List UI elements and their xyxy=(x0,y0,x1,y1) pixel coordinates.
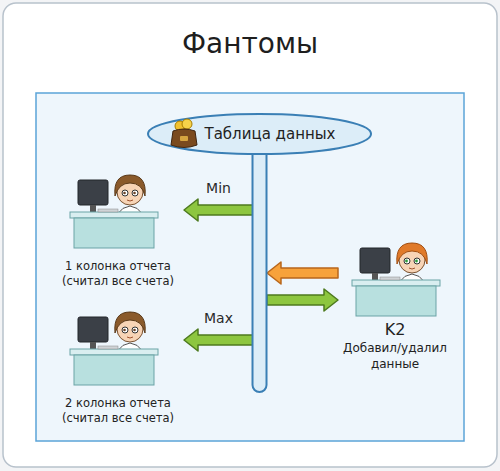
desk-front xyxy=(356,286,436,316)
actor-name: K2 xyxy=(338,320,452,340)
worker-figure xyxy=(352,243,440,316)
wallet-clasp xyxy=(180,136,188,141)
pupil xyxy=(123,329,126,332)
eye xyxy=(132,190,138,196)
flow-arrow xyxy=(184,329,253,351)
monitor xyxy=(360,248,390,273)
monitor xyxy=(78,317,108,342)
hair xyxy=(115,312,145,333)
mouth xyxy=(409,268,415,269)
wallet-bag xyxy=(171,129,197,148)
desk-top xyxy=(70,212,158,218)
flow-arrow xyxy=(184,199,253,221)
keyboard xyxy=(380,277,400,280)
pupil xyxy=(133,192,136,195)
eye xyxy=(122,190,128,196)
desk-front xyxy=(74,218,154,248)
edge-label: Min xyxy=(178,179,258,197)
mouth xyxy=(127,200,133,201)
edge-label-holder: Min xyxy=(178,179,258,197)
diagram-title: Фантомы xyxy=(0,0,500,62)
pupil xyxy=(415,260,418,263)
node-caption: Добавил/удалил данные xyxy=(338,340,452,372)
flow-arrow xyxy=(267,262,338,284)
editing-worker: K2Добавил/удалил данные xyxy=(338,228,452,372)
coin xyxy=(182,119,192,129)
node-caption: 1 колонка отчета (считал все счета) xyxy=(52,259,184,289)
report-worker: 2 колонка отчета (считал все счета) xyxy=(52,302,184,426)
worker-figure xyxy=(70,175,158,248)
eye xyxy=(132,327,138,333)
table-stem xyxy=(253,148,267,392)
hair xyxy=(397,243,427,264)
data-table: Таблица данных xyxy=(146,112,373,396)
mouth xyxy=(127,337,133,338)
desk-front xyxy=(74,355,154,385)
node-caption: 2 колонка отчета (считал все счета) xyxy=(52,396,184,426)
pupil xyxy=(123,192,126,195)
edge-label-holder: Max xyxy=(178,309,258,327)
eye xyxy=(404,258,410,264)
flow-arrow xyxy=(267,289,338,311)
worker-figure xyxy=(70,312,158,385)
table-name: Таблица данных xyxy=(204,124,335,144)
desk-top xyxy=(70,349,158,355)
monitor xyxy=(78,180,108,205)
eye xyxy=(122,327,128,333)
table-ellipse xyxy=(148,114,371,154)
hair xyxy=(115,175,145,196)
edge-label: Max xyxy=(178,309,258,327)
panel xyxy=(36,93,464,441)
report-worker: 1 колонка отчета (считал все счета) xyxy=(52,165,184,289)
pupil xyxy=(133,329,136,332)
pupil xyxy=(405,260,408,263)
keyboard xyxy=(98,346,118,349)
keyboard xyxy=(98,209,118,212)
table-shape xyxy=(146,112,373,396)
card xyxy=(3,3,497,467)
wallet-icon xyxy=(171,119,197,148)
eye xyxy=(414,258,420,264)
desk-top xyxy=(352,280,440,286)
